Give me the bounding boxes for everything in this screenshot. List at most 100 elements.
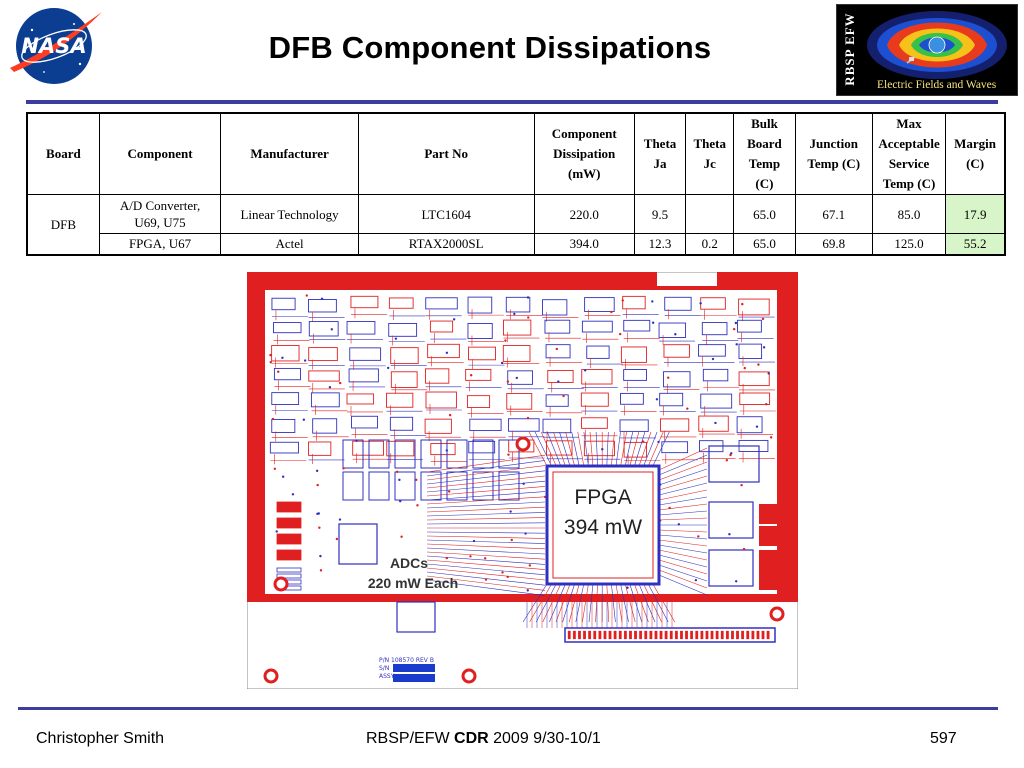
pcb-via <box>732 327 736 331</box>
pcb-component <box>584 297 615 312</box>
efw-logo-caption: Electric Fields and Waves <box>877 79 997 91</box>
pn-label: P/N 108570 REV B <box>379 657 434 664</box>
pcb-via <box>674 333 677 336</box>
pcb-component <box>386 440 415 457</box>
pcb-via <box>500 361 504 365</box>
pcb-trace <box>595 431 598 467</box>
header-line: Junction <box>809 136 858 151</box>
cell-manufacturer: Linear Technology <box>220 194 359 234</box>
pcb-component <box>271 392 300 405</box>
pcb-component <box>702 368 729 382</box>
pcb-component <box>736 630 739 640</box>
pcb-trace <box>624 431 633 467</box>
table-header-cell: Manufacturer <box>220 112 359 195</box>
pcb-via <box>415 478 418 482</box>
pcb-component <box>619 419 649 432</box>
pcb-component <box>659 418 690 432</box>
pcb-via <box>510 538 513 542</box>
radiation-belt-graphic <box>837 5 1007 95</box>
header-line: Part No <box>424 146 469 161</box>
pcb-trace <box>426 512 546 517</box>
pcb-trace <box>577 431 585 467</box>
pcb-component <box>701 322 728 336</box>
pcb-via <box>765 402 768 406</box>
pcb-component <box>708 549 754 587</box>
pcb-via <box>394 337 398 340</box>
pcb-component <box>720 630 724 640</box>
pcb-via <box>583 369 587 372</box>
pcb-trace <box>529 583 552 623</box>
cell-junction-temp: 69.8 <box>794 233 873 256</box>
pcb-trace <box>426 475 546 489</box>
pcb-trace <box>658 549 708 561</box>
cell-dissipation: 220.0 <box>533 194 635 234</box>
pcb-via <box>677 523 681 526</box>
cell-bulk-temp: 65.0 <box>733 233 796 256</box>
pcb-trace <box>658 534 708 540</box>
pcb-trace <box>568 583 580 623</box>
fpga-chip <box>545 464 661 586</box>
pcb-via <box>655 398 659 401</box>
pcb-component <box>390 371 418 388</box>
pcb-component <box>620 392 644 405</box>
pcb-component <box>271 419 296 433</box>
pcb-via <box>657 440 660 444</box>
pcb-via <box>271 417 275 421</box>
pcb-component <box>350 295 379 309</box>
pcb-component <box>700 630 704 640</box>
header-line: Component <box>127 146 193 161</box>
pcb-component <box>751 630 755 640</box>
pcb-component <box>276 549 302 561</box>
title-divider <box>26 100 998 104</box>
pcb-via <box>445 449 448 452</box>
pcb-via <box>757 363 760 366</box>
pcb-via <box>315 469 319 473</box>
table-row: DFB A/D Converter,U69, U75 Linear Techno… <box>26 194 1006 256</box>
pcb-trace <box>658 554 708 568</box>
pcb-trace <box>426 470 546 485</box>
pcb-component <box>658 322 687 338</box>
pcb-trace <box>565 431 575 467</box>
pcb-traces <box>269 294 776 640</box>
pcb-trace <box>611 431 615 467</box>
pcb-via <box>524 532 527 535</box>
pcb-trace <box>426 454 546 473</box>
pcb-trace <box>426 480 546 493</box>
pcb-component <box>352 440 384 456</box>
pcb-component <box>425 391 457 409</box>
pcb-via <box>528 564 532 567</box>
pcb-component <box>308 441 332 456</box>
pcb-via <box>735 343 738 346</box>
pcb-component <box>659 392 684 407</box>
pcb-component <box>567 630 571 640</box>
pcb-trace <box>426 465 546 481</box>
pcb-via <box>767 372 770 375</box>
pcb-trace <box>606 583 610 623</box>
pcb-via <box>269 361 272 364</box>
pcb-component <box>598 630 602 640</box>
pcb-trace <box>658 482 708 496</box>
pcb-component <box>629 630 632 640</box>
pcb-trace <box>652 431 670 467</box>
pcb-via <box>515 376 519 380</box>
component-line: A/D Converter, <box>119 198 201 213</box>
pcb-via <box>769 436 773 439</box>
pcb-component <box>572 630 576 640</box>
pcb-trace <box>634 583 649 623</box>
pcb-component <box>368 471 390 501</box>
pcb-via <box>601 448 604 451</box>
pcb-component <box>580 392 609 407</box>
pcb-component <box>420 439 442 469</box>
pcb-via <box>303 359 307 362</box>
cell-part-no: RTAX2000SL <box>357 233 535 256</box>
header-line: Theta <box>693 136 726 151</box>
pcb-component <box>505 296 531 313</box>
pcb-trace <box>658 468 708 486</box>
pcb-trace <box>553 431 566 467</box>
pcb-component <box>766 630 770 640</box>
table-header-cell: Board <box>26 112 100 195</box>
pcb-component <box>634 630 637 640</box>
pcb-via <box>386 366 390 370</box>
